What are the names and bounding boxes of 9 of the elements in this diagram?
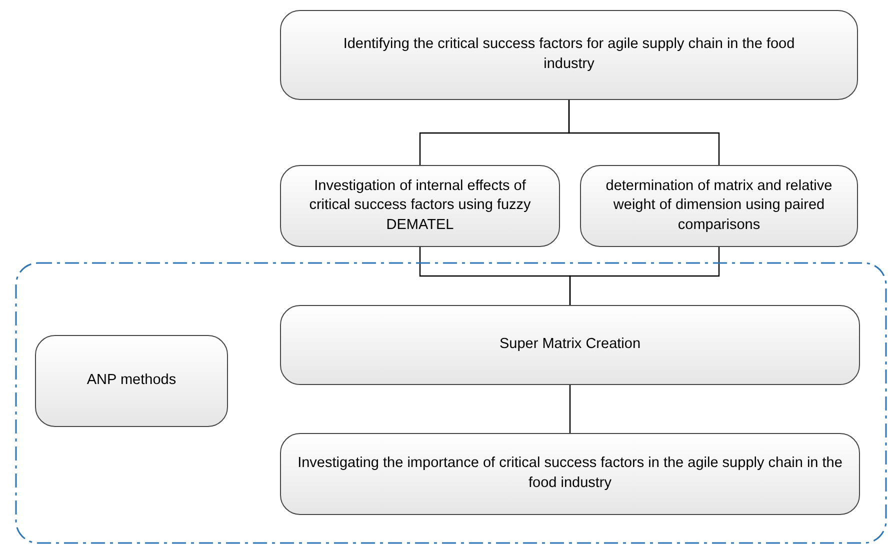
process-box: ANP methods [35,335,228,427]
process-box: Investigating the importance of critical success factors in the agile supply chain in the food industry [280,433,860,515]
process-box: determination of matrix and relative weight of dimension using paired comparisons [580,165,858,247]
connector-line [569,247,720,305]
process-box: Super Matrix Creation [280,305,860,385]
process-box: Identifying the critical success factors for agile supply chain in the food industry [280,10,858,100]
process-box: Investigation of internal effects of critical success factors using fuzzy DEMATEL [280,165,560,247]
connector-line [569,385,571,433]
connector-line [568,100,720,165]
